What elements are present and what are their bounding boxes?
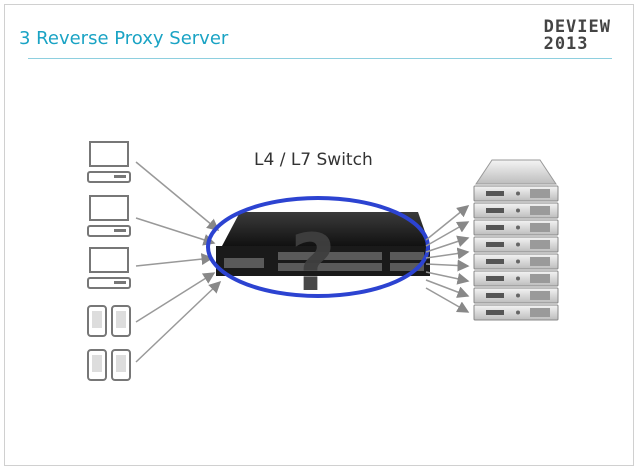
switch-icon [216,212,430,276]
laptop-icon [87,195,131,237]
title-divider [28,58,612,59]
server-unit [473,270,559,287]
server-unit [473,253,559,270]
server-unit [473,219,559,236]
phone-pair-icon [87,305,131,337]
client-arrows [135,161,222,363]
server-rack-icon [473,159,559,321]
laptop-icon [87,141,131,183]
laptop-icon [87,247,131,289]
highlight-ellipse [206,196,430,298]
server-unit [473,287,559,304]
logo-line-1: DEVIEW [543,17,611,37]
switch-label: L4 / L7 Switch [254,150,373,170]
server-unit [473,236,559,253]
logo-line-2: 2013 [543,34,589,54]
deview-logo: DEVIEW 2013 [544,19,611,53]
server-unit [473,202,559,219]
server-unit [473,304,559,321]
server-arrows [425,205,470,313]
slide-title: 3 Reverse Proxy Server [19,28,229,49]
server-unit [473,185,559,202]
phone-pair-icon [87,349,131,381]
